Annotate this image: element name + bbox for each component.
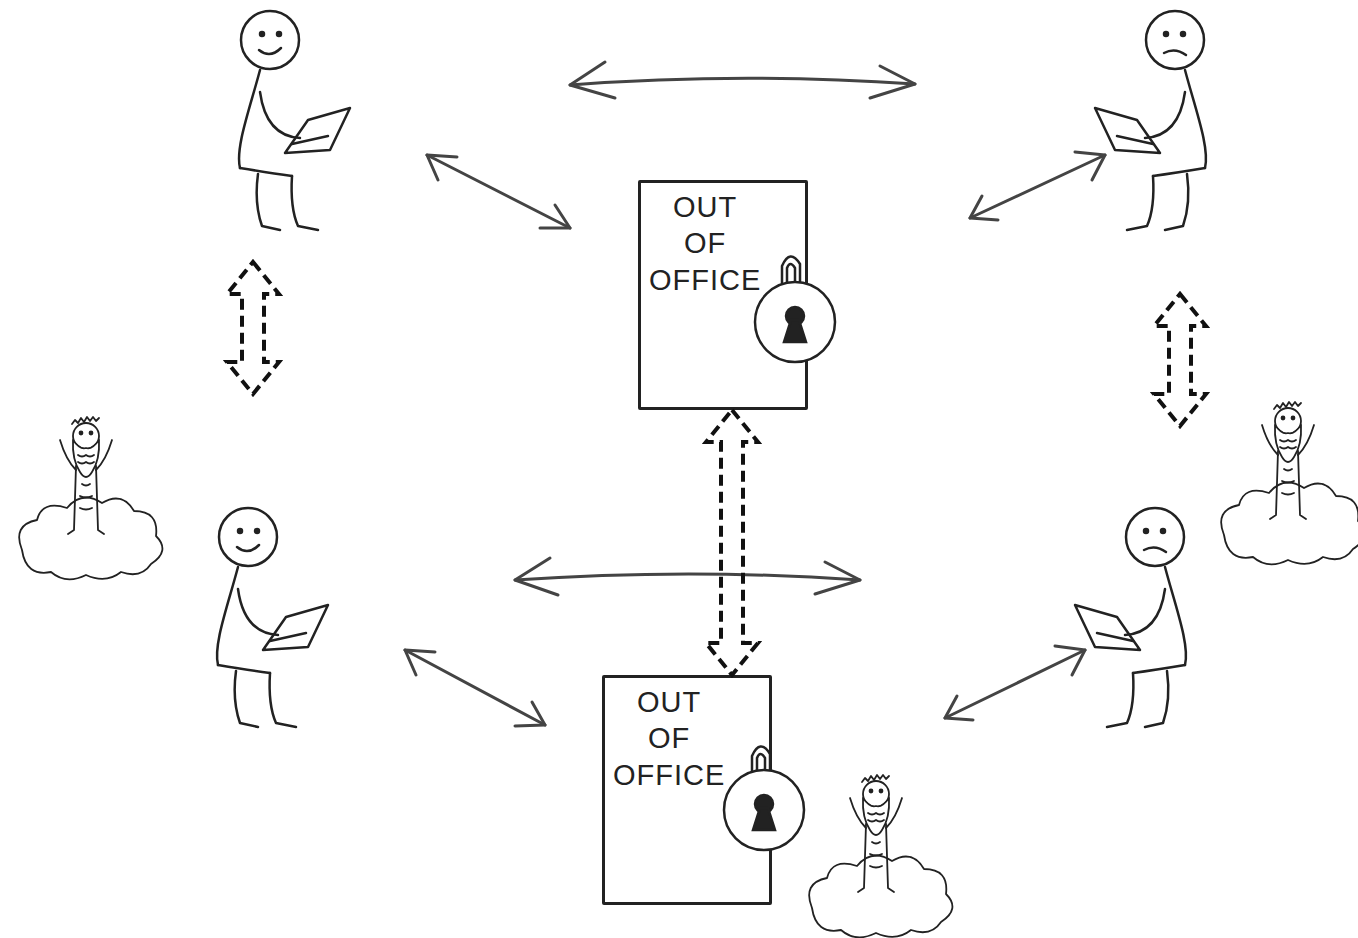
dashed-double-arrow: [227, 262, 279, 394]
document-title: OUT OF OFFICE: [613, 684, 725, 793]
frowning-person: [1075, 508, 1186, 727]
dashed-double-arrow: [706, 410, 758, 675]
out-of-office-document: OUT OF OFFICE: [638, 180, 808, 410]
smiling-person: [217, 508, 328, 727]
god-on-cloud: [19, 417, 162, 579]
document-title: OUT OF OFFICE: [649, 189, 761, 298]
god-on-cloud: [809, 775, 952, 937]
padlock: [755, 256, 835, 362]
god-on-cloud: [1221, 402, 1358, 564]
padlock: [724, 746, 804, 850]
out-of-office-document: OUT OF OFFICE: [602, 675, 772, 905]
dashed-double-arrow: [1154, 294, 1206, 426]
smiling-person: [239, 11, 350, 230]
frowning-person: [1095, 11, 1206, 230]
exchange-arrows: [405, 62, 1105, 726]
